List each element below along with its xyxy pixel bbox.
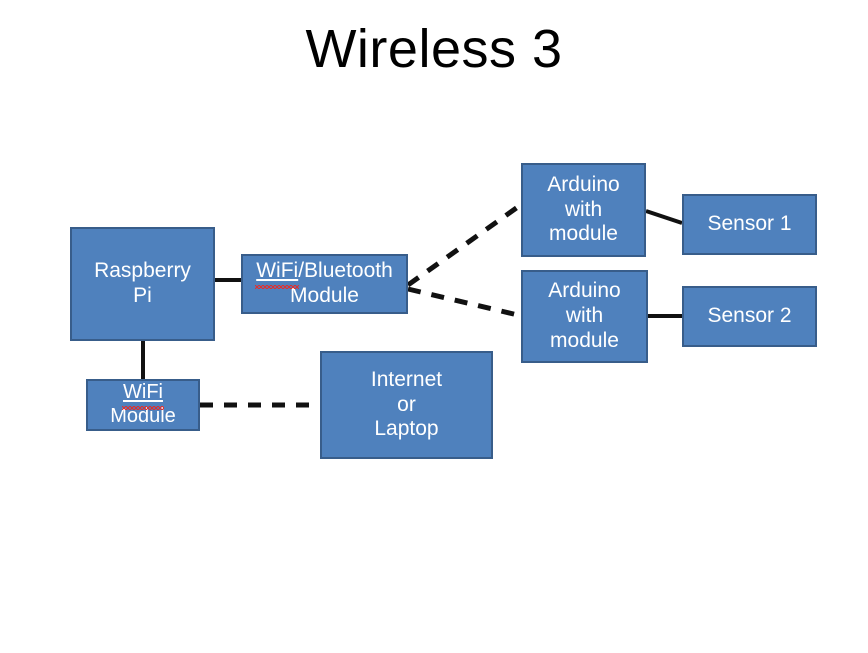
node-raspberry-pi[interactable]: Raspberry Pi [70, 227, 215, 341]
node-wifi-bluetooth-module-label-rest: /Bluetooth Module [290, 259, 393, 307]
node-wifi-module-label: WiFi Module [110, 381, 176, 428]
node-raspberry-pi-label: Raspberry Pi [94, 259, 191, 307]
node-wifi-module[interactable]: WiFi Module [86, 379, 200, 431]
node-arduino-1-label: Arduino with module [547, 172, 620, 246]
connector-arduino-1-to-sensor-1 [645, 209, 683, 225]
node-sensor-2-label: Sensor 2 [707, 304, 792, 328]
node-internet-or-laptop[interactable]: Internet or Laptop [320, 351, 493, 459]
node-wifi-bluetooth-module-label: WiFi/Bluetooth Module [255, 259, 393, 309]
node-sensor-1-label: Sensor 1 [707, 212, 792, 236]
node-arduino-2-label: Arduino with module [548, 279, 621, 352]
node-arduino-2[interactable]: Arduino with module [521, 270, 648, 363]
page-title: Wireless 3 [305, 19, 563, 79]
node-wifi-bluetooth-module[interactable]: WiFi/Bluetooth Module [241, 254, 408, 314]
node-internet-or-laptop-label: Internet or Laptop [370, 367, 443, 441]
connector-wifi-bluetooth-to-arduino-2 [407, 286, 523, 319]
node-arduino-1[interactable]: Arduino with module [521, 163, 646, 257]
node-wifi-module-label-rest: Module [110, 405, 176, 427]
spellcheck-underline-wifi-2: WiFi [122, 381, 164, 410]
node-sensor-2[interactable]: Sensor 2 [682, 286, 817, 347]
node-sensor-1[interactable]: Sensor 1 [682, 194, 817, 255]
connector-wifi-bluetooth-to-arduino-1 [406, 201, 524, 288]
spellcheck-underline-wifi: WiFi [255, 259, 300, 289]
